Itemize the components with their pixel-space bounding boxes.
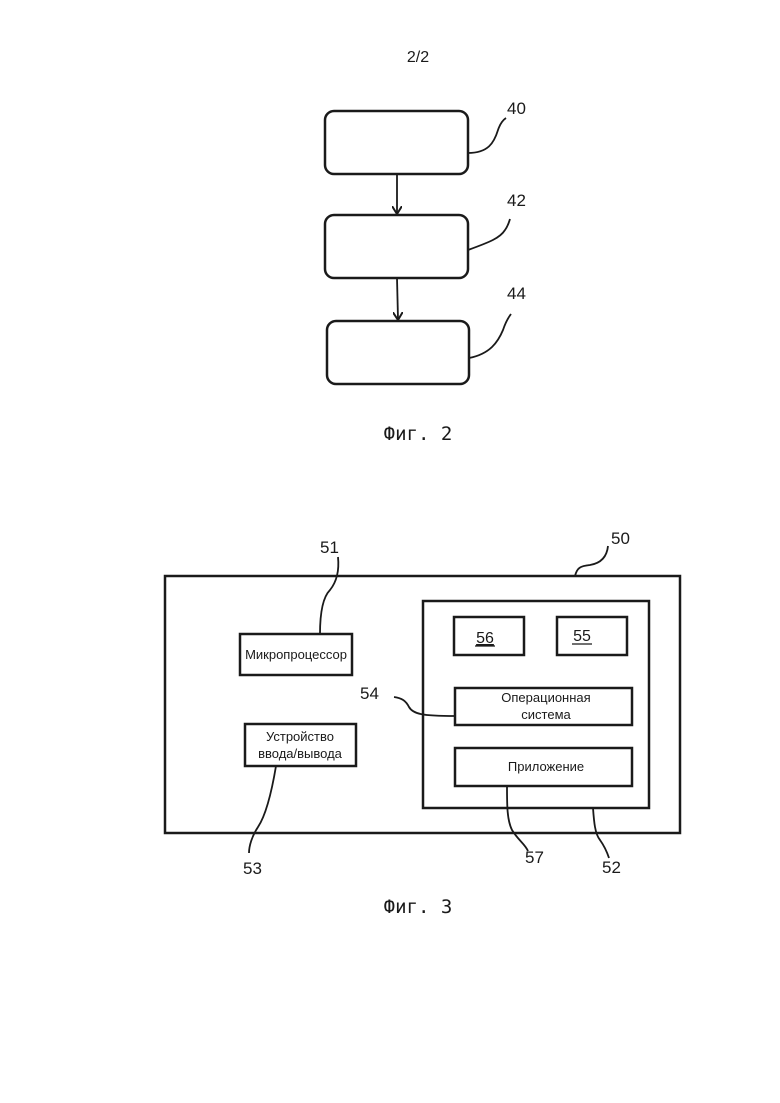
leader-50 [575,546,608,576]
ref-51: 51 [320,538,339,557]
fig2-flowchart: 40 42 44 [325,99,526,384]
fig2-block-44 [327,321,469,384]
ref-54: 54 [360,684,379,703]
fig2-block-42 [325,215,468,278]
fig3-diagram: Микропроцессор Устройство ввода/вывода 5… [165,529,680,878]
io-device-label-line2: ввода/вывода [258,746,343,761]
fig2-ref-44: 44 [507,284,526,303]
microprocessor-label: Микропроцессор [245,647,347,662]
ref-50: 50 [611,529,630,548]
fig2-leader-44 [469,314,511,358]
page-number: 2/2 [407,49,429,66]
app-label: Приложение [508,759,584,774]
fig2-leader-40 [468,118,506,153]
fig2-arrow-2 [397,278,398,319]
leader-51 [320,557,338,634]
ref-52: 52 [602,858,621,877]
fig2-ref-42: 42 [507,191,526,210]
fig2-block-40 [325,111,468,174]
fig2-leader-42 [468,219,510,250]
fig2-ref-40: 40 [507,99,526,118]
box-55-label: 55 [573,628,591,645]
leader-57 [507,786,528,851]
leader-53 [249,766,276,853]
leader-54 [394,697,455,716]
fig3-caption: Фиг. 3 [384,896,453,918]
ref-53: 53 [243,859,262,878]
ref-57: 57 [525,848,544,867]
io-device-label-line1: Устройство [266,729,334,744]
os-label-line1: Операционная [501,690,590,705]
fig2-caption: Фиг. 2 [384,423,453,445]
os-label-line2: система [521,707,571,722]
box-56-label: 56 [476,630,494,647]
box-55 [557,617,627,655]
